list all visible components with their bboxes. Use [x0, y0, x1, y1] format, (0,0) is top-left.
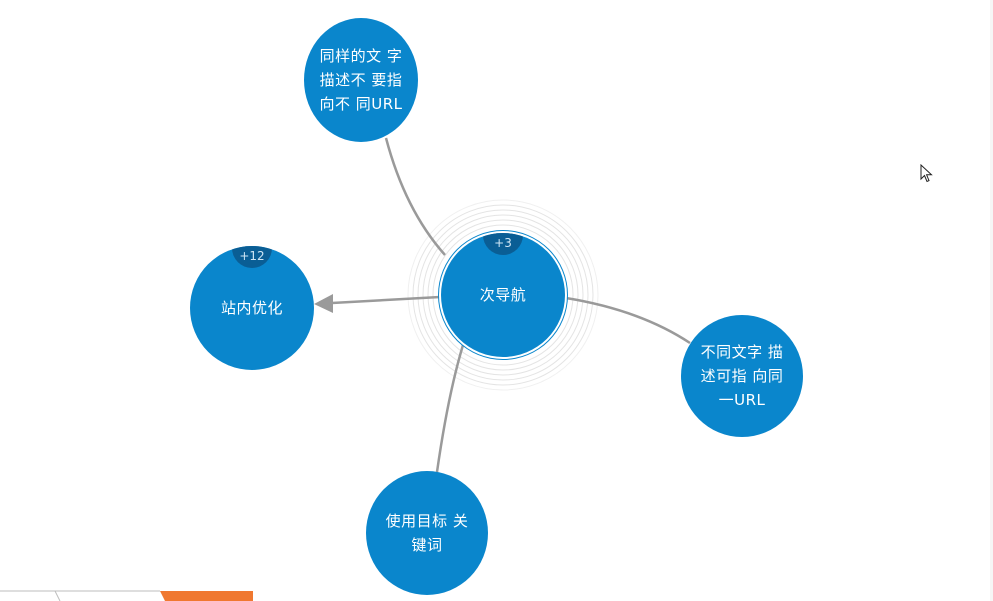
- center-halo: [407, 199, 599, 391]
- node-top[interactable]: 同样的文 字 描述不 要指 向不 同URL: [304, 18, 418, 142]
- arrow-head-icon: [314, 294, 333, 313]
- right-edge: [990, 0, 993, 601]
- sheet-tabs[interactable]: [0, 590, 260, 601]
- node-right[interactable]: 不同文字 描 述可指 向同 一URL: [681, 315, 803, 437]
- node-left-label: 站内优化: [220, 299, 283, 317]
- node-left[interactable]: +12 站内优化: [190, 246, 314, 370]
- arrow-pointer-icon: [920, 164, 933, 183]
- active-tab: [160, 591, 253, 601]
- link-bottom: [435, 344, 465, 473]
- link-top: [384, 137, 446, 256]
- collapse-count-badge[interactable]: +12: [232, 246, 272, 268]
- link-left: [331, 295, 441, 305]
- collapse-count-badge[interactable]: +3: [483, 233, 523, 255]
- node-right-label: 不同文字 描 述可指 向同 一URL: [700, 343, 784, 409]
- node-top-label: 同样的文 字 描述不 要指 向不 同URL: [319, 47, 403, 113]
- node-bottom-label: 使用目标 关 键词: [385, 512, 469, 554]
- link-right: [565, 296, 691, 345]
- center-node[interactable]: +3 次导航: [441, 233, 565, 357]
- center-node-label: 次导航: [479, 286, 527, 304]
- node-bottom[interactable]: 使用目标 关 键词: [366, 471, 488, 595]
